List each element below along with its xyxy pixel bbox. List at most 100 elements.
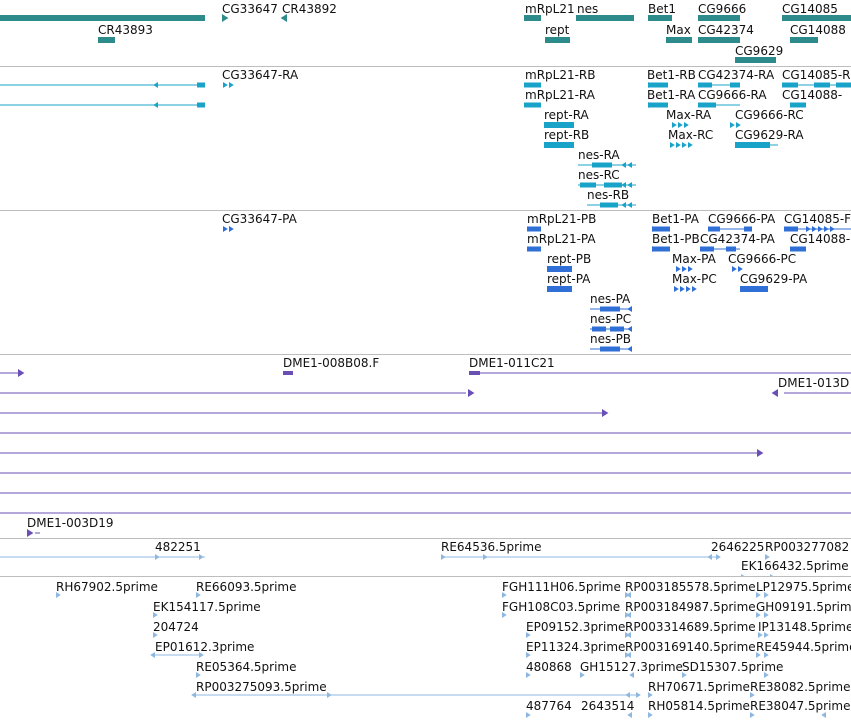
strand-arrow[interactable]	[652, 226, 657, 232]
feature-block[interactable]	[700, 246, 714, 252]
strand-arrow[interactable]	[764, 592, 769, 598]
strand-arrow[interactable]	[676, 142, 681, 148]
cdna-label[interactable]: RE05364.5prime	[196, 660, 297, 674]
strand-arrow[interactable]	[648, 712, 653, 718]
feature-block[interactable]	[544, 142, 574, 148]
strand-arrow[interactable]	[688, 142, 693, 148]
feature-block[interactable]	[600, 346, 620, 352]
gene-block[interactable]	[576, 15, 634, 21]
transcript-label[interactable]: nes-RC	[578, 168, 620, 182]
strand-arrow[interactable]	[818, 226, 823, 232]
cdna-label[interactable]: 2643514	[581, 699, 635, 713]
cdna-label[interactable]: RE45944.5prime	[756, 640, 851, 654]
strand-arrow[interactable]	[153, 612, 158, 618]
gene-label[interactable]: CG14088	[790, 23, 846, 37]
feature-block[interactable]	[652, 226, 670, 232]
protein-label[interactable]: CG9666-PC	[728, 252, 797, 266]
strand-arrow[interactable]	[626, 652, 631, 658]
cdna-label[interactable]: GH09191.5prime	[756, 600, 851, 614]
clone-label[interactable]: DME1-008B08.F	[283, 356, 380, 370]
strand-arrow[interactable]	[682, 142, 687, 148]
cdna-label[interactable]: RP003314689.5prime	[625, 620, 756, 634]
strand-arrow[interactable]	[153, 102, 158, 108]
gene-label[interactable]: CG33647	[222, 2, 278, 16]
strand-arrow[interactable]	[229, 82, 234, 88]
cdna-label[interactable]: 487764	[526, 699, 572, 713]
cdna-label[interactable]: FGH111H06.5prime	[502, 580, 621, 594]
strand-arrow[interactable]	[741, 574, 746, 576]
feature-block[interactable]	[524, 102, 541, 108]
gene-arrow[interactable]	[280, 14, 287, 22]
strand-arrow[interactable]	[756, 652, 761, 658]
strand-arrow[interactable]	[626, 612, 631, 618]
cdna-track-1[interactable]	[0, 539, 851, 576]
strand-arrow[interactable]	[196, 592, 201, 598]
protein-label[interactable]: rept-PB	[547, 252, 592, 266]
protein-label[interactable]: CG9629-PA	[740, 272, 808, 286]
strand-arrow[interactable]	[627, 346, 632, 352]
feature-block[interactable]	[544, 122, 574, 128]
strand-arrow[interactable]	[155, 554, 160, 560]
transcript-label[interactable]: Bet1-RA	[647, 88, 696, 102]
feature-block[interactable]	[527, 246, 541, 252]
feature-block[interactable]	[730, 82, 740, 88]
strand-arrow[interactable]	[526, 652, 531, 658]
cdna-label[interactable]: 2646225	[711, 540, 765, 554]
clone-label[interactable]: DME1-013D	[778, 376, 850, 390]
strand-arrow[interactable]	[602, 409, 609, 417]
gene-block[interactable]	[735, 57, 776, 63]
strand-arrow[interactable]	[821, 712, 826, 718]
gene-label[interactable]: CR43893	[98, 23, 153, 37]
clone-label[interactable]: DME1-011C21	[469, 356, 555, 370]
transcript-label[interactable]: rept-RA	[544, 108, 589, 122]
cdna-track-2[interactable]	[0, 577, 851, 722]
protein-label[interactable]: rept-PA	[547, 272, 591, 286]
cdna-label[interactable]: 204724	[153, 620, 199, 634]
strand-arrow[interactable]	[830, 226, 835, 232]
protein-label[interactable]: Bet1-PA	[652, 212, 699, 226]
strand-arrow[interactable]	[736, 122, 741, 128]
cdna-label[interactable]: RH05814.5prime	[648, 699, 750, 713]
strand-arrow[interactable]	[627, 306, 632, 312]
cdna-label[interactable]: RE66093.5prime	[196, 580, 297, 594]
feature-block[interactable]	[744, 226, 752, 232]
cdna-label[interactable]: LP12975.5prime	[756, 580, 851, 594]
feature-block[interactable]	[547, 266, 572, 272]
strand-arrow[interactable]	[764, 632, 769, 638]
strand-arrow[interactable]	[686, 286, 691, 292]
protein-label[interactable]: nes-PB	[590, 332, 632, 346]
strand-arrow[interactable]	[648, 82, 653, 88]
strand-arrow[interactable]	[707, 554, 712, 560]
feature-block[interactable]	[524, 82, 541, 88]
feature-block[interactable]	[836, 82, 851, 88]
strand-arrow[interactable]	[153, 82, 158, 88]
feature-block[interactable]	[547, 286, 572, 292]
strand-arrow[interactable]	[648, 692, 653, 698]
feature-block[interactable]	[706, 102, 716, 108]
gene-block[interactable]	[666, 37, 692, 43]
strand-arrow[interactable]	[627, 326, 632, 332]
strand-arrow[interactable]	[223, 226, 228, 232]
gene-block[interactable]	[545, 37, 570, 43]
transcript-label[interactable]: CG42374-RA	[698, 68, 775, 82]
feature-block[interactable]	[790, 102, 806, 108]
strand-arrow[interactable]	[327, 692, 332, 698]
gene-label[interactable]: CG9666	[698, 2, 747, 16]
strand-arrow[interactable]	[672, 122, 677, 128]
cdna-label[interactable]: EP09152.3prime	[526, 620, 626, 634]
transcript-label[interactable]: mRpL21-RB	[525, 68, 596, 82]
strand-arrow[interactable]	[676, 266, 681, 272]
cdna-label[interactable]: RE38047.5prime	[750, 699, 851, 713]
transcript-label[interactable]: CG9629-RA	[735, 128, 804, 142]
protein-label[interactable]: nes-PC	[590, 312, 632, 326]
feature-block[interactable]	[197, 82, 205, 88]
strand-arrow[interactable]	[153, 632, 158, 638]
transcript-label[interactable]: Max-RA	[666, 108, 712, 122]
feature-block[interactable]	[610, 326, 624, 332]
strand-arrow[interactable]	[806, 226, 811, 232]
transcript-label[interactable]: nes-RB	[587, 188, 630, 202]
protein-label[interactable]: nes-PA	[590, 292, 631, 306]
strand-arrow[interactable]	[756, 592, 761, 598]
strand-arrow[interactable]	[770, 574, 775, 576]
gene-block[interactable]	[524, 15, 541, 21]
